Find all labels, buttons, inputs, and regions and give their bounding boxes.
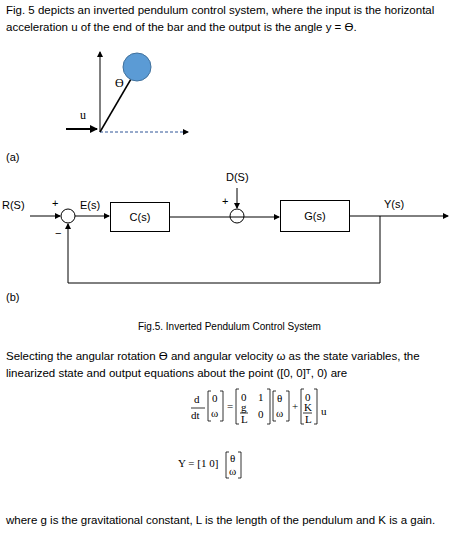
equation-term: dt [191, 410, 200, 421]
figure-caption: Fig.5. Inverted Pendulum Control System [138, 320, 321, 333]
matrix-entry: θ [277, 393, 282, 404]
signal-connector [170, 217, 279, 218]
matrix-entry: ω [276, 408, 283, 419]
equation-term: + [292, 401, 298, 412]
equation-term: Y = [1 0] [178, 458, 218, 469]
equation-term: = [227, 401, 233, 412]
intro-text: Fig. 5 depicts an inverted pendulum cont… [6, 2, 452, 35]
panel-label: (a) [6, 150, 19, 164]
block-label: G(s) [304, 210, 325, 222]
matrix-entry: L [241, 414, 248, 425]
signal-name: R(S) [2, 198, 25, 212]
sign: + [52, 196, 58, 210]
matrix-entry: K [304, 402, 312, 413]
matrix-entry: θ [230, 453, 235, 464]
body-text: Selecting the angular rotation ϴ and ang… [6, 348, 452, 381]
matrix-entry: ω [229, 466, 236, 477]
matrix-entry: ω [211, 408, 218, 419]
sign: − [55, 226, 61, 240]
block-wiring [30, 188, 448, 283]
matrix-entry: g [241, 402, 247, 413]
signal-name: D(S) [226, 170, 249, 184]
signal-name: Y(s) [384, 197, 404, 211]
matrix-entry: 0 [212, 393, 218, 404]
body-text: where g is the gravitational constant, L… [6, 512, 452, 529]
signal-name: E(s) [80, 198, 100, 212]
pendulum-figure [66, 52, 188, 132]
equation-term: d [194, 394, 200, 405]
input-label: u [80, 108, 86, 124]
block-label: C(s) [130, 211, 151, 223]
angle-label: ϴ [115, 76, 124, 92]
matrix-entry: 0 [258, 409, 264, 420]
panel-label: (b) [6, 290, 19, 304]
sign: + [222, 194, 228, 208]
matrix-entry: 1 [258, 392, 264, 403]
transfer-block: C(s) [110, 202, 170, 232]
equation-term: u [321, 406, 327, 417]
transfer-block: G(s) [280, 200, 350, 232]
matrix-entry: L [305, 414, 312, 425]
